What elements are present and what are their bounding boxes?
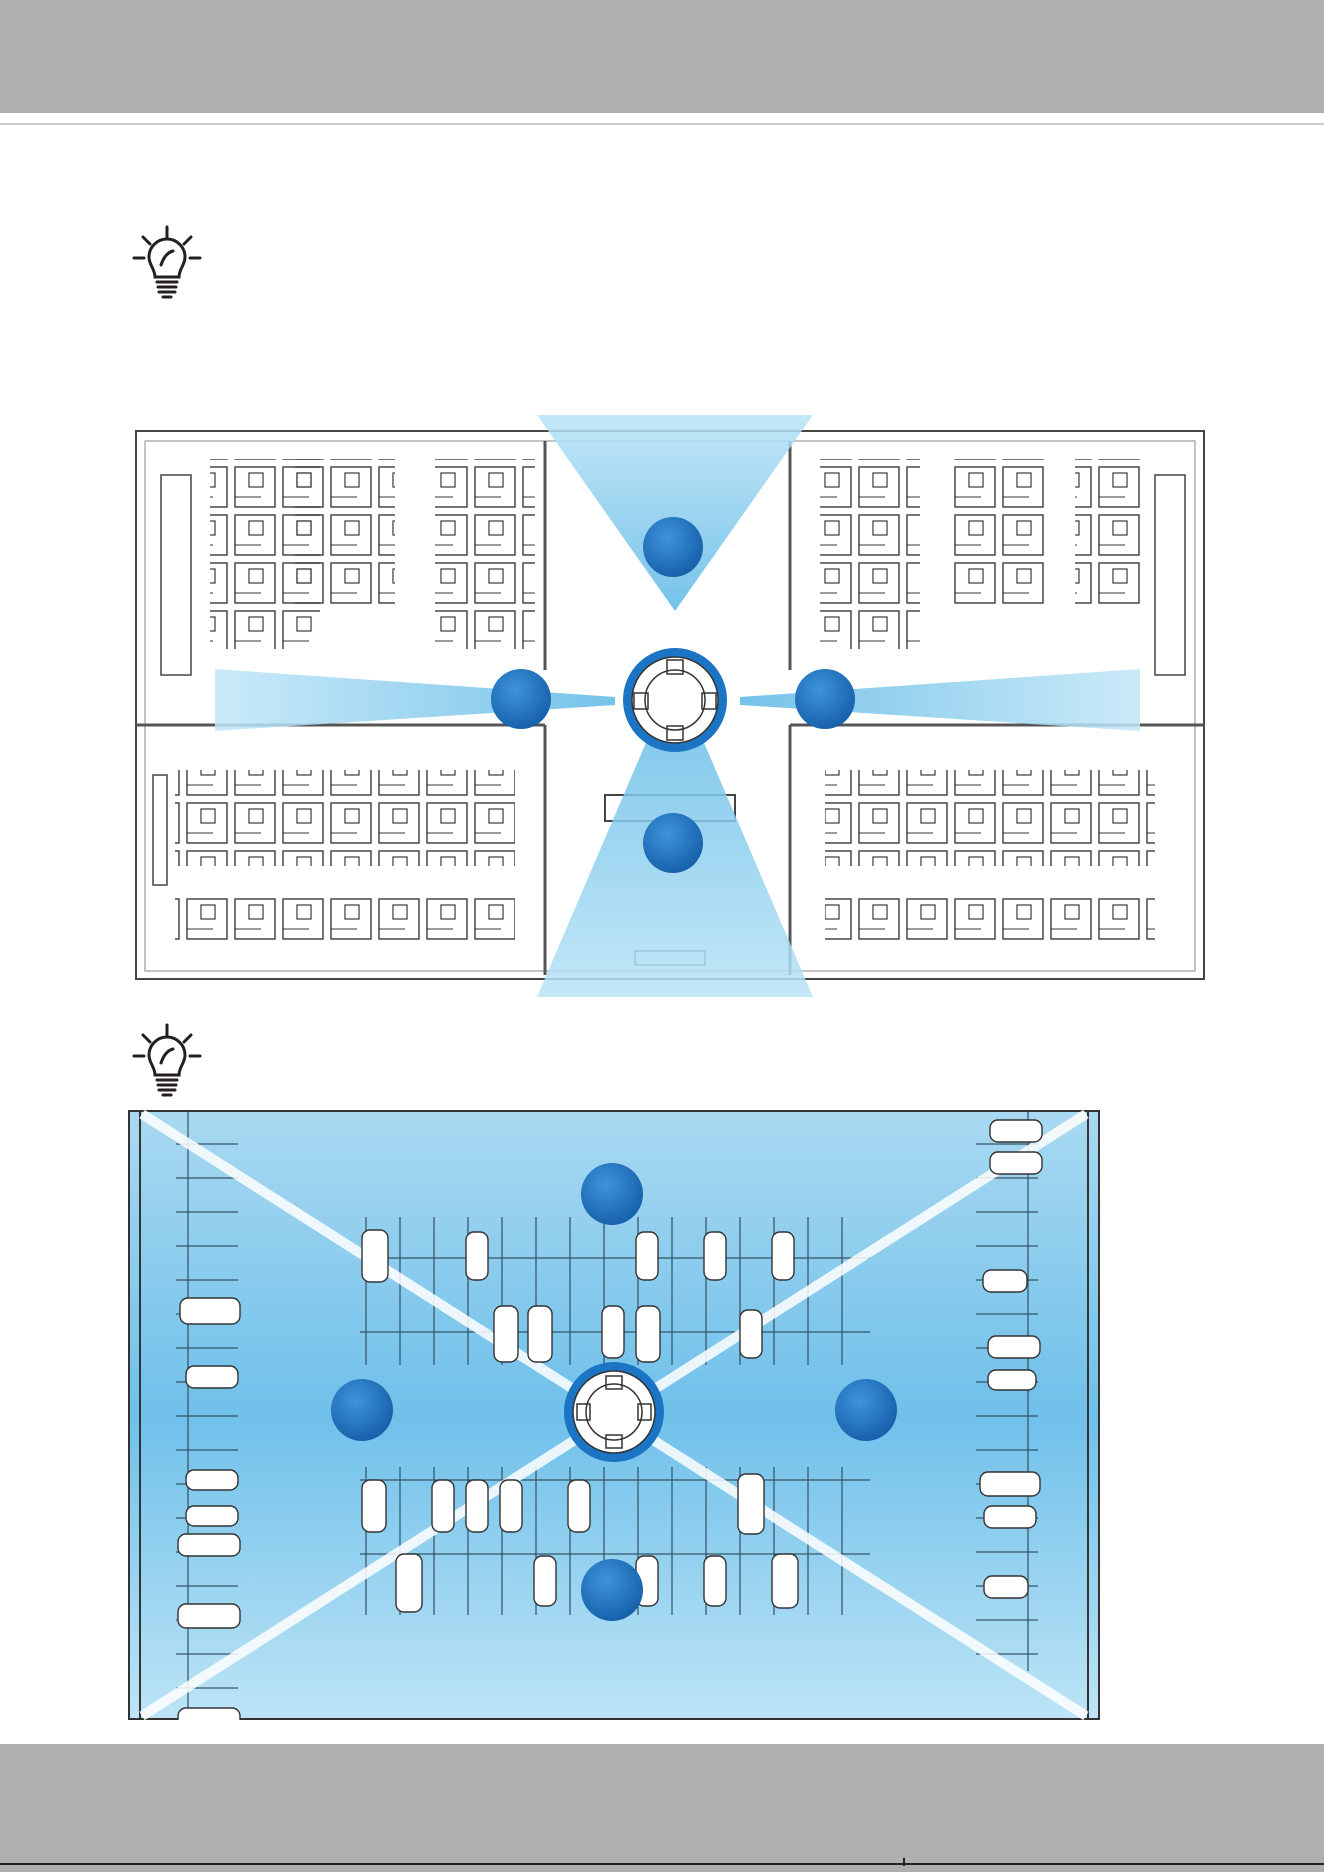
footer-tick-mark <box>903 1858 905 1866</box>
lightbulb-icon <box>131 1023 203 1099</box>
footer-divider <box>0 1863 1324 1865</box>
page-footer-band <box>0 1744 1324 1872</box>
office-floor-plan-figure <box>135 415 1205 997</box>
header-divider <box>0 123 1324 125</box>
page-header-band <box>0 0 1324 113</box>
lightbulb-icon <box>131 225 203 301</box>
parking-lot-figure <box>128 1110 1100 1720</box>
